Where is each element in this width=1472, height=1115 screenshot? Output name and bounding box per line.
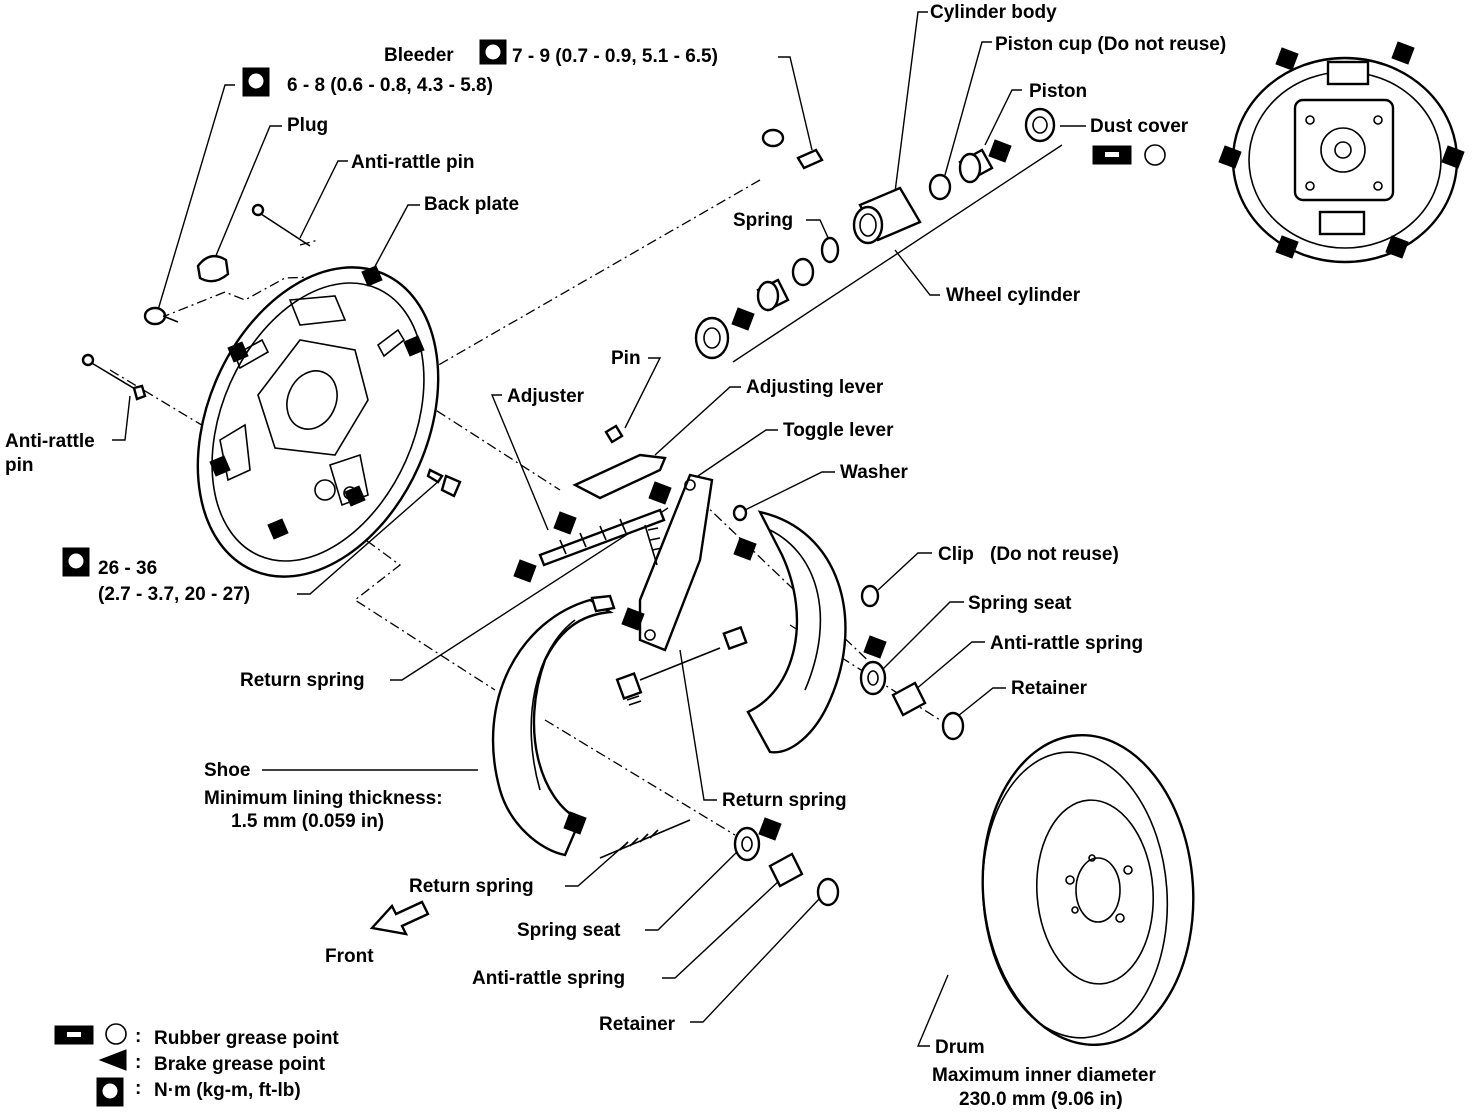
- brake-drum: [981, 734, 1195, 1046]
- label-bleeder-torque: 7 - 9 (0.7 - 0.9, 5.1 - 6.5): [512, 46, 718, 67]
- labels: Cylinder body Bleeder 7 - 9 (0.7 - 0.9, …: [5, 2, 1226, 1110]
- label-max-inner-1: Maximum inner diameter: [932, 1065, 1156, 1086]
- label-pin: Pin: [611, 348, 641, 369]
- label-return-spring-middle: Return spring: [722, 790, 847, 811]
- label-clip: Clip: [938, 544, 974, 565]
- wheel-cylinder: [694, 107, 1056, 360]
- brake-shoes: [491, 510, 847, 857]
- legend-rubber-grease: Rubber grease point: [154, 1028, 339, 1049]
- label-min-lining-2: 1.5 mm (0.059 in): [231, 811, 384, 832]
- label-adjuster: Adjuster: [507, 386, 585, 407]
- legend-separator-2: :: [135, 1052, 141, 1073]
- label-cylinder-body: Cylinder body: [930, 2, 1057, 23]
- label-anti-rattle-spring-right: Anti-rattle spring: [990, 633, 1143, 654]
- label-return-spring-lower: Return spring: [409, 876, 534, 897]
- label-plug: Plug: [287, 115, 328, 136]
- legend-brake-grease: Brake grease point: [154, 1054, 326, 1075]
- label-spring: Spring: [733, 210, 793, 231]
- label-mount-torque-1: 26 - 36: [98, 558, 157, 579]
- front-arrow-icon: [369, 900, 430, 936]
- rubber-grease-icon: [54, 144, 1166, 1045]
- torque-wrench-icon: [62, 39, 507, 1107]
- label-return-spring-upper: Return spring: [240, 670, 365, 691]
- legend-separator-3: :: [135, 1078, 141, 1099]
- label-washer: Washer: [840, 462, 909, 483]
- label-retainer-right: Retainer: [1011, 678, 1088, 699]
- back-plate: [196, 265, 440, 578]
- label-piston-cup: Piston cup (Do not reuse): [995, 34, 1226, 55]
- label-dust-cover: Dust cover: [1090, 116, 1189, 137]
- label-bleeder: Bleeder: [384, 45, 454, 66]
- label-piston: Piston: [1029, 81, 1087, 102]
- assembled-inset: [1218, 41, 1465, 264]
- label-back-plate: Back plate: [424, 194, 519, 215]
- label-spring-seat-lower: Spring seat: [517, 920, 621, 941]
- label-bolt-torque: 6 - 8 (0.6 - 0.8, 4.3 - 5.8): [287, 75, 493, 96]
- small-hardware: [81, 203, 624, 498]
- label-drum: Drum: [935, 1037, 985, 1058]
- leader-lines: [109, 11, 1086, 1047]
- label-clip-note: (Do not reuse): [990, 544, 1119, 565]
- legend-separator-1: :: [135, 1026, 141, 1047]
- label-front: Front: [325, 946, 374, 967]
- label-shoe: Shoe: [204, 760, 250, 781]
- legend-torque-unit: N·m (kg-m, ft-lb): [154, 1080, 301, 1101]
- adjuster-lever-assembly: [513, 453, 748, 652]
- label-retainer-lower: Retainer: [599, 1014, 676, 1035]
- label-mount-torque-2: (2.7 - 3.7, 20 - 27): [98, 584, 250, 605]
- label-adjusting-lever: Adjusting lever: [746, 377, 884, 398]
- springs-and-seats: [599, 584, 965, 907]
- label-anti-rattle-spring-lower: Anti-rattle spring: [472, 968, 625, 989]
- label-max-inner-2: 230.0 mm (9.06 in): [959, 1089, 1123, 1110]
- label-anti-rattle-pin-left-1: Anti-rattle: [5, 431, 95, 452]
- label-min-lining-1: Minimum lining thickness:: [204, 788, 443, 809]
- legend: : Rubber grease point : Brake grease poi…: [135, 1026, 339, 1101]
- label-wheel-cylinder: Wheel cylinder: [946, 285, 1081, 306]
- label-anti-rattle-pin-top: Anti-rattle pin: [351, 152, 475, 173]
- label-spring-seat-right: Spring seat: [968, 593, 1072, 614]
- label-toggle-lever: Toggle lever: [783, 420, 894, 441]
- brake-grease-arrow-icon: [98, 1049, 127, 1071]
- label-anti-rattle-pin-left-2: pin: [5, 455, 34, 476]
